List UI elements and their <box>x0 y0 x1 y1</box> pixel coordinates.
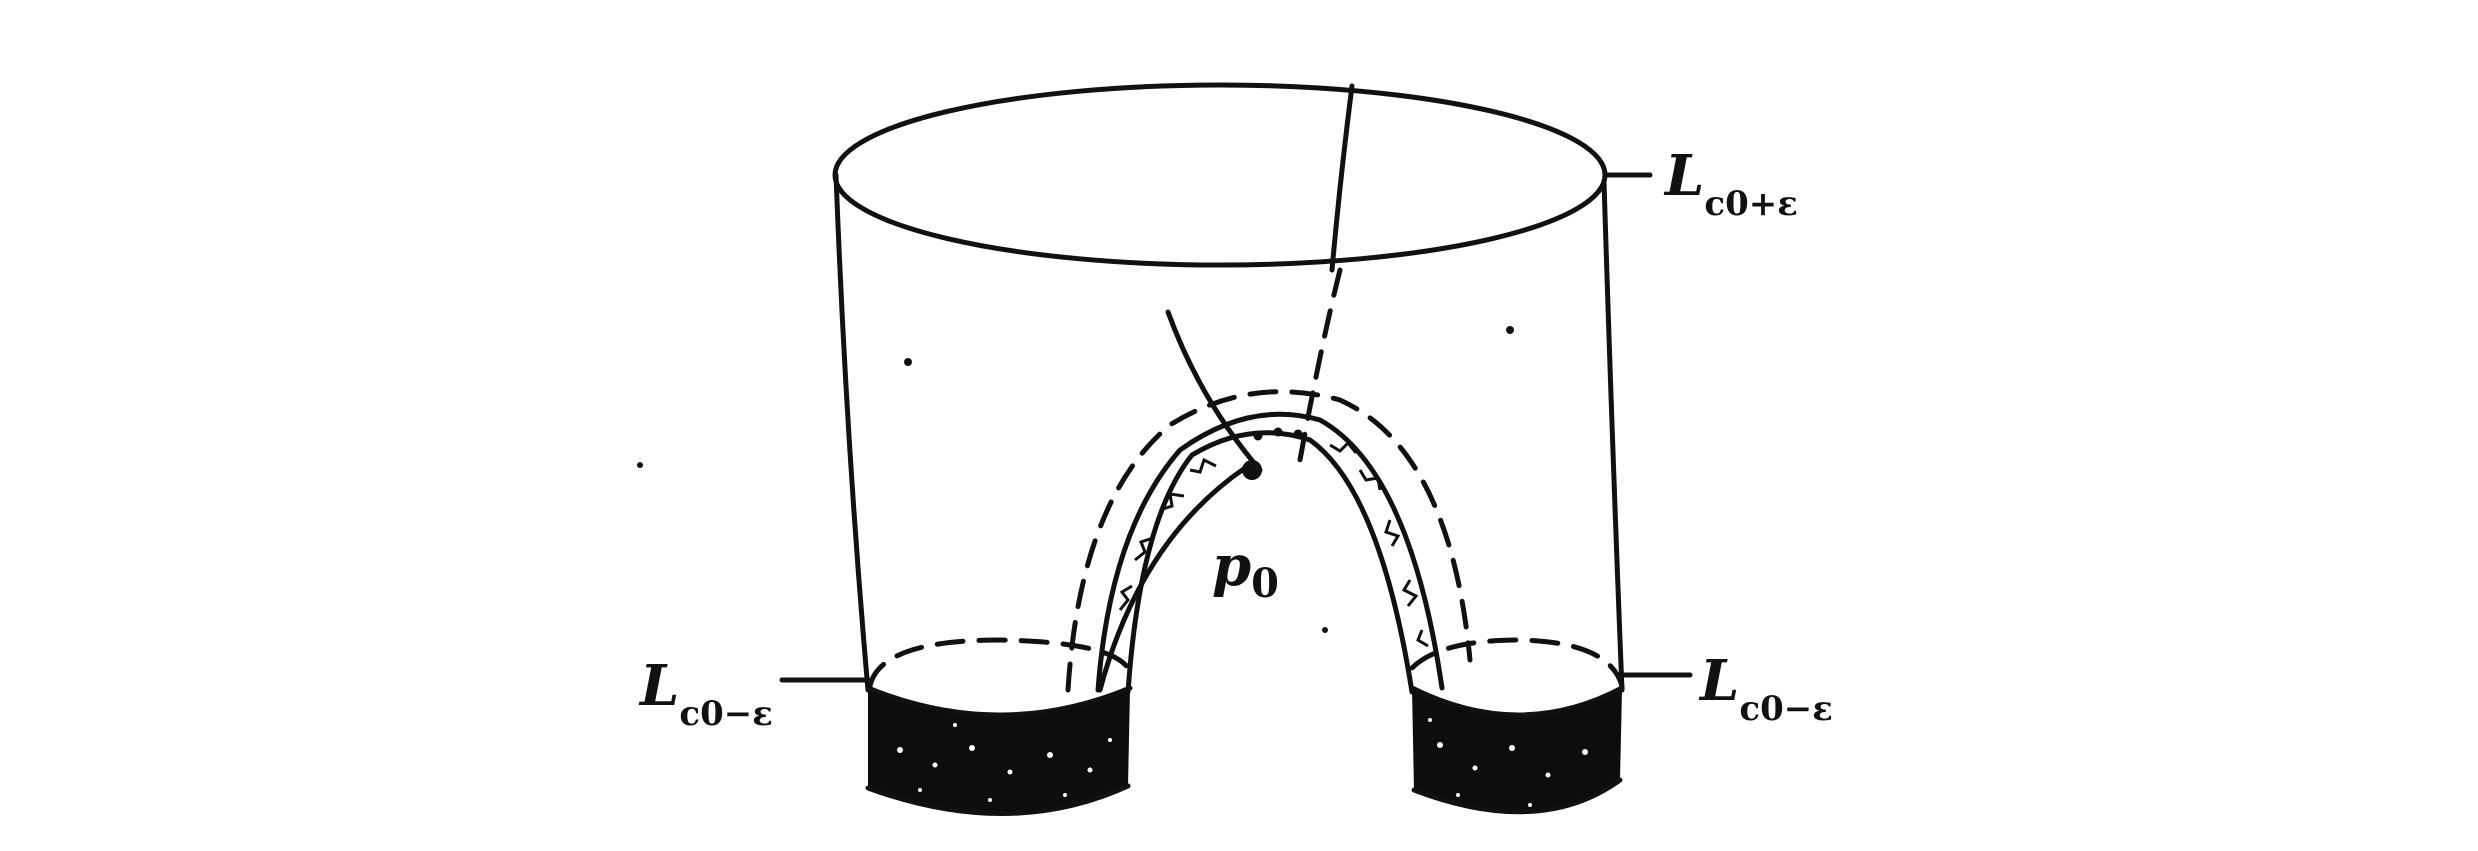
left-bottom-circle-back <box>867 637 1131 689</box>
left-outer-side <box>833 172 871 693</box>
inner-band-curve <box>1095 411 1445 693</box>
left-bottom-circle-front <box>865 685 1133 718</box>
back-meridian-dashed <box>1297 267 1343 463</box>
right-level-set-label: Lc0−ε <box>1698 648 1833 729</box>
left-leg-shaded-band <box>868 690 1130 814</box>
right-bottom-circle-front <box>1409 685 1625 718</box>
right-leg-shaded-band <box>1412 690 1622 812</box>
top-boundary-circle <box>832 82 1608 268</box>
label-leaders <box>779 172 1693 683</box>
front-meridian-curve <box>1329 83 1355 273</box>
left-level-set-label: Lc0−ε <box>638 653 773 734</box>
hidden-dashed-curves <box>867 267 1625 693</box>
band-hatching <box>1118 427 1429 648</box>
descending-curve <box>1165 309 1263 473</box>
right-bottom-circle-back <box>1409 637 1625 689</box>
top-level-set-label: Lc0+ε <box>1663 143 1798 224</box>
surface-outline <box>832 82 1625 816</box>
scan-dots <box>637 326 1514 633</box>
critical-point-label: p0 <box>1212 533 1279 607</box>
neighborhood-outer-dashed <box>1065 389 1473 693</box>
critical-point-dot <box>1242 460 1262 480</box>
right-outer-side <box>1601 179 1625 693</box>
